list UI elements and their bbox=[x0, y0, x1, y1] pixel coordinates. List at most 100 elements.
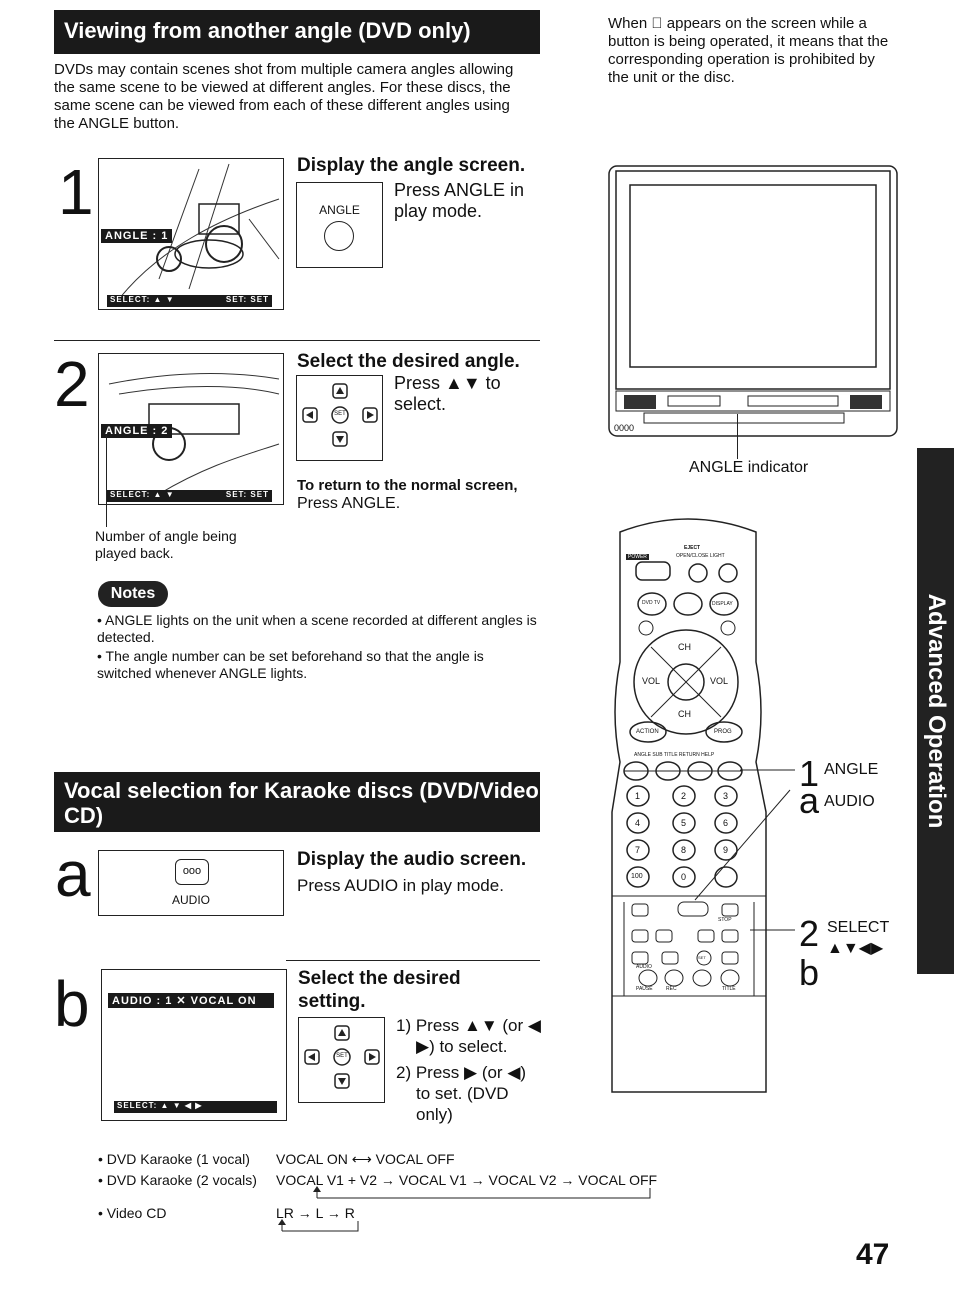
remote-key-7: 7 bbox=[635, 845, 641, 855]
step-b-instr-1a: 1) Press ▲▼ (or ◀ bbox=[396, 1016, 541, 1035]
remote-key-5: 5 bbox=[681, 818, 687, 828]
remote-action: ACTION bbox=[636, 729, 659, 735]
angle-osd-label-2: ANGLE : 2 bbox=[101, 424, 173, 438]
tv-counter: 0000 bbox=[614, 423, 635, 433]
remote-key-2: 2 bbox=[681, 791, 687, 801]
callout-line bbox=[106, 435, 107, 527]
tv-drawing bbox=[608, 165, 898, 437]
cursor-pad-box-2: SET bbox=[298, 1017, 385, 1103]
step-b-title-1: Select the desired bbox=[298, 968, 461, 989]
step-a-instruction: Press AUDIO in play mode. bbox=[297, 876, 504, 895]
angle-button-label: ANGLE bbox=[319, 203, 360, 217]
remote-vol-left: VOL bbox=[642, 676, 661, 686]
remote-key-1: 1 bbox=[635, 791, 641, 801]
audio-button-box: ooo AUDIO bbox=[98, 850, 284, 916]
callout-a-letter: a bbox=[799, 780, 820, 821]
osd-bottom-bar-2: SELECT: ▲ ▼ SET: SET bbox=[107, 490, 272, 502]
callout-1-label: ANGLE bbox=[824, 761, 879, 778]
remote-power-label: POWER bbox=[626, 554, 649, 560]
callout-2-label: SELECT bbox=[827, 919, 890, 936]
mode-name-1: • DVD Karaoke (1 vocal) bbox=[98, 1151, 250, 1167]
return-text: Press ANGLE. bbox=[297, 495, 401, 512]
remote-ch-up: CH bbox=[678, 642, 691, 652]
remote-key-3: 3 bbox=[723, 791, 729, 801]
remote-top-labels: OPEN/CLOSE LIGHT bbox=[676, 553, 725, 559]
step-2-instruction: Press ▲▼ to select. bbox=[394, 373, 501, 414]
mode-flow-1: VOCAL ON ⟷ VOCAL OFF bbox=[276, 1151, 455, 1167]
step-2-number: 2 bbox=[54, 348, 90, 420]
remote-vol-right: VOL bbox=[710, 676, 729, 686]
remote-key-8: 8 bbox=[681, 845, 687, 855]
remote-key-6: 6 bbox=[723, 818, 729, 828]
step-b-instr-2c: only) bbox=[416, 1105, 453, 1124]
remote-ch-down: CH bbox=[678, 709, 691, 719]
step-2-title: Select the desired angle. bbox=[297, 351, 520, 372]
prohibited-note: When ⃠ appears on the screen while a but… bbox=[608, 15, 889, 86]
step-b-instr-2b: to set. (DVD bbox=[416, 1084, 509, 1103]
angle-indicator-label: ANGLE indicator bbox=[689, 459, 809, 476]
remote-control: EJECT POWER OPEN/CLOSE LIGHT DVD TV DISP… bbox=[606, 512, 770, 1096]
angle-osd-label: ANGLE : 1 bbox=[101, 229, 173, 243]
section-heading-angle: Viewing from another angle (DVD only) bbox=[54, 10, 540, 54]
angle-button-icon bbox=[324, 221, 354, 251]
step-1-title: Display the angle screen. bbox=[297, 155, 526, 176]
osd-bottom-bar: SELECT: ▲ ▼ SET: SET bbox=[107, 295, 272, 307]
callout-lines bbox=[694, 769, 795, 931]
remote-pause: PAUSE bbox=[636, 986, 653, 992]
audio-button-icon: ooo bbox=[175, 859, 209, 885]
angle-1-screen: ANGLE : 1 SELECT: ▲ ▼ SET: SET bbox=[98, 158, 284, 310]
intro-paragraph: DVDs may contain scenes shot from multip… bbox=[54, 61, 514, 132]
callout-a-label: AUDIO bbox=[824, 793, 875, 810]
step-b-title-2: setting. bbox=[298, 991, 366, 1012]
remote-outline bbox=[611, 518, 767, 1093]
step-a-letter: a bbox=[55, 838, 91, 910]
note-item-2: • The angle number can be set beforehand… bbox=[97, 648, 484, 681]
remote-key-9: 9 bbox=[723, 845, 729, 855]
page-number: 47 bbox=[856, 1238, 890, 1271]
remote-audio: AUDIO bbox=[636, 964, 652, 970]
cursor-pad-icon-2 bbox=[304, 1025, 380, 1089]
remote-title: TITLE bbox=[722, 986, 736, 992]
remote-stop: STOP bbox=[718, 917, 732, 923]
set-label: SET bbox=[334, 411, 346, 417]
notes-badge: Notes bbox=[98, 581, 168, 607]
race-car-illustration bbox=[118, 163, 280, 300]
mode-name-3: • Video CD bbox=[98, 1205, 167, 1221]
mode-flow-3: LR → L → R bbox=[276, 1205, 355, 1221]
remote-key-4: 4 bbox=[635, 818, 641, 828]
osd-set-text: SET: SET bbox=[225, 490, 269, 499]
step-1-number: 1 bbox=[58, 156, 94, 228]
audio-button-label: AUDIO bbox=[171, 893, 210, 907]
remote-dvd-tv: DVD TV bbox=[642, 600, 661, 606]
return-title: To return to the normal screen, bbox=[297, 477, 518, 494]
step-b-instr-2a: 2) Press ▶ (or ◀) bbox=[396, 1063, 527, 1082]
remote-row-labels: ANGLE SUB TITLE RETURN HELP bbox=[634, 752, 715, 758]
step-1-instruction: Press ANGLE in play mode. bbox=[394, 180, 525, 221]
tv-illustration: 0000 bbox=[608, 165, 898, 437]
cursor-pad-icon bbox=[302, 383, 378, 447]
step-b-instr-1b: ▶) to select. bbox=[416, 1037, 508, 1056]
osd-select-text: SELECT: ▲ ▼ bbox=[110, 490, 175, 499]
loop-arrow-2 bbox=[313, 1186, 651, 1199]
loop-arrow-3 bbox=[278, 1219, 359, 1232]
callout-2-number: 2 bbox=[799, 913, 820, 954]
mode-name-2: • DVD Karaoke (2 vocals) bbox=[98, 1172, 257, 1188]
remote-eject-label: EJECT bbox=[684, 545, 701, 551]
osd-select-text: SELECT: ▲ ▼ bbox=[110, 295, 175, 304]
angle-button-box: ANGLE bbox=[296, 182, 383, 268]
divider bbox=[54, 340, 540, 341]
angle-number-callout: Number of angle being played back. bbox=[95, 528, 237, 561]
cursor-pad-box: SET bbox=[296, 375, 383, 461]
step-b-letter: b bbox=[54, 968, 90, 1040]
remote-prog: PROG bbox=[714, 729, 732, 735]
divider bbox=[286, 960, 540, 961]
audio-screen: AUDIO : 1 ✕ VOCAL ON SELECT: ▲ ▼ ◀ ▶ bbox=[101, 969, 287, 1121]
step-a-title: Display the audio screen. bbox=[297, 849, 527, 870]
chapter-side-tab: Advanced Operation bbox=[917, 448, 954, 974]
section-heading-karaoke: Vocal selection for Karaoke discs (DVD/V… bbox=[54, 772, 540, 832]
remote-display: DISPLAY bbox=[712, 601, 733, 607]
osd-set-text: SET: SET bbox=[225, 295, 269, 304]
mode-flow-2: VOCAL V1 + V2 → VOCAL V1 → VOCAL V2 → VO… bbox=[276, 1172, 658, 1188]
remote-rec: REC bbox=[666, 986, 677, 992]
angle-2-screen: ANGLE : 2 SELECT: ▲ ▼ SET: SET bbox=[98, 353, 284, 505]
